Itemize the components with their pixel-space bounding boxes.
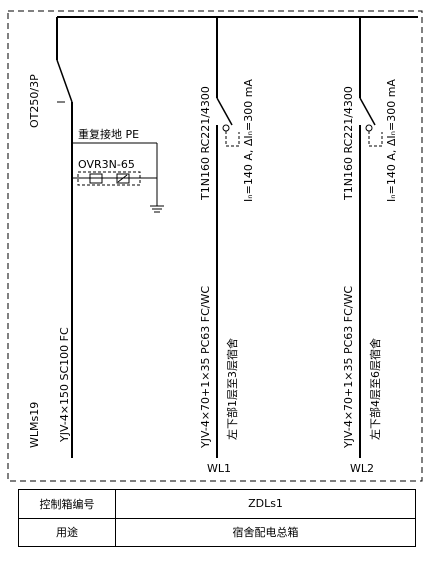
spd-label: OVR3N-65: [78, 158, 135, 171]
branch-2-rating-label: Iₙ=140 A, ΔIₙ=300 mA: [385, 79, 398, 202]
branch-1-breaker-switch: [216, 97, 233, 126]
usage-label: 用途: [18, 517, 116, 547]
box-number-value: ZDLs1: [115, 489, 416, 519]
info-table: 控制箱编号 ZDLs1 用途 宿舍配电总箱: [18, 489, 416, 547]
branch-2-circuit-id: WL2: [350, 462, 374, 475]
branch-1-rcd-coil: [222, 124, 230, 132]
spd-arrow-mark: [117, 174, 128, 183]
main-breaker-switch: [56, 59, 73, 103]
branch-2-destination-label: 左下部4层至6层宿舍: [368, 338, 382, 440]
grounding-label: 重复接地 PE: [78, 127, 139, 141]
table-row: 控制箱编号 ZDLs1: [18, 489, 416, 519]
main-breaker-label: OT250/3P: [28, 74, 41, 128]
branch-1-breaker-label: T1N160 RC221/4300: [199, 86, 212, 201]
box-number-label: 控制箱编号: [18, 489, 116, 519]
branch-1-rcd-link: [225, 131, 240, 147]
usage-value: 宿舍配电总箱: [115, 517, 416, 547]
main-circuit-id: WLMs19: [28, 402, 41, 448]
branch-1-cable-label: YJV-4×70+1×35 PC63 FC/WC: [199, 286, 212, 449]
branch-2-rcd-coil: [365, 124, 373, 132]
branch-1-rating-label: Iₙ=140 A, ΔIₙ=300 mA: [242, 79, 255, 202]
branch-1-circuit-id: WL1: [207, 462, 231, 475]
branch-2-breaker-label: T1N160 RC221/4300: [342, 86, 355, 201]
spd-box: [77, 171, 141, 186]
main-cable-label: YJV-4×150 SC100 FC: [58, 327, 71, 443]
branch-2-cable-label: YJV-4×70+1×35 PC63 FC/WC: [342, 286, 355, 449]
enclosure-border: [7, 10, 423, 482]
branch-2-rcd-link: [368, 131, 383, 147]
branch-2-breaker-switch: [359, 97, 376, 126]
table-row: 用途 宿舍配电总箱: [18, 517, 416, 547]
branch-1-destination-label: 左下部1层至3层宿舍: [225, 338, 239, 440]
